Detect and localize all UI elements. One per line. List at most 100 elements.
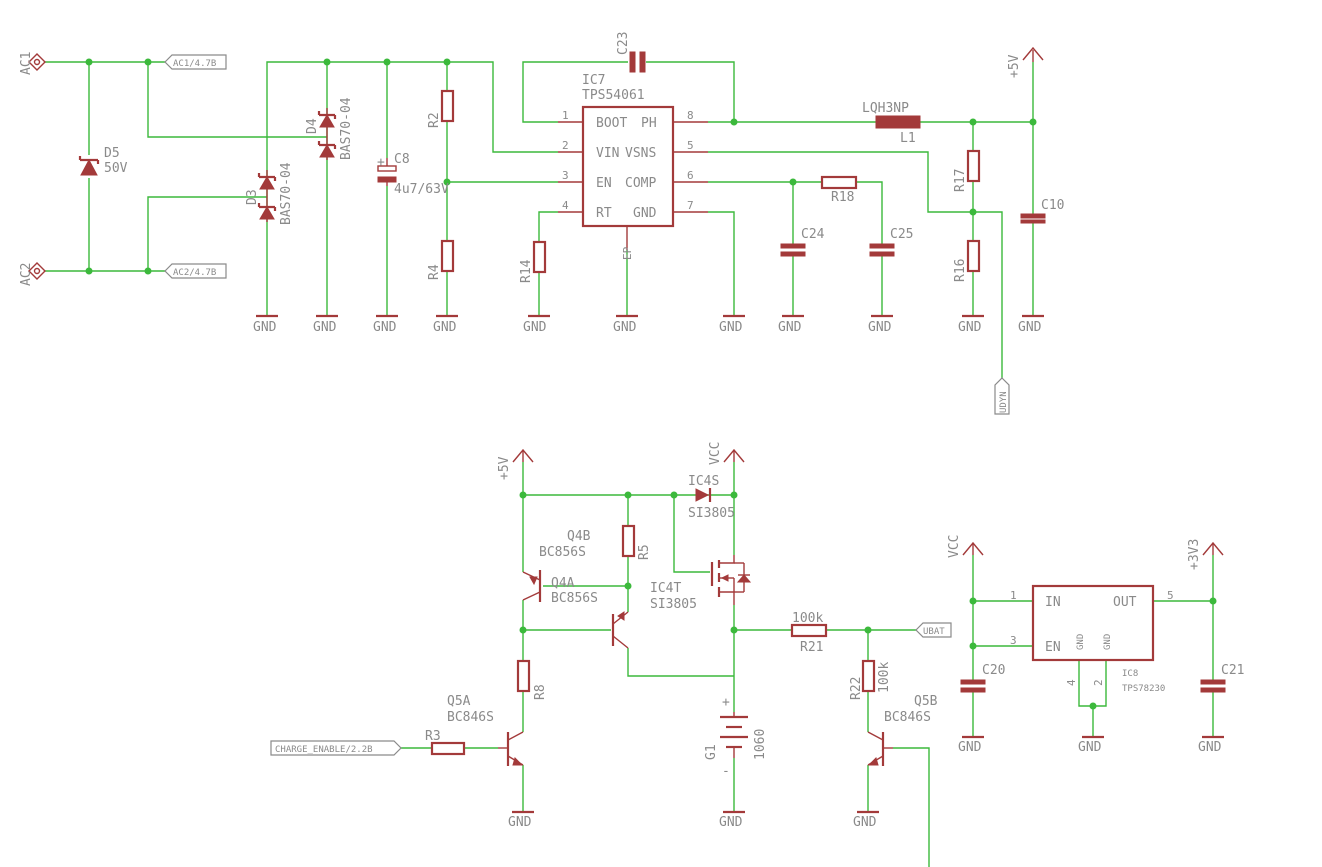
svg-text:EN: EN <box>596 176 612 191</box>
svg-text:+: + <box>722 695 730 710</box>
svg-text:PH: PH <box>641 116 657 131</box>
supply-vcc-regulator: VCC <box>947 535 984 558</box>
svg-text:GND: GND <box>373 320 397 335</box>
resistor-r2: R2 <box>427 89 455 128</box>
gnd-symbol: GND <box>253 314 278 335</box>
svg-text:C10: C10 <box>1041 198 1064 213</box>
resistor-r18: R18 <box>820 175 858 205</box>
svg-text:8: 8 <box>687 109 694 122</box>
svg-text:C8: C8 <box>394 152 410 167</box>
transistor-q5a: Q5A BC846S <box>447 694 524 766</box>
flag-ac2: AC2/4.7B <box>164 263 227 279</box>
supply-vcc-charger: VCC <box>708 442 745 465</box>
svg-text:4u7/63V: 4u7/63V <box>394 182 449 197</box>
svg-text:GND: GND <box>1103 634 1113 650</box>
svg-text:4: 4 <box>1065 679 1078 686</box>
svg-text:G1: G1 <box>704 744 719 760</box>
svg-text:C24: C24 <box>801 227 825 242</box>
bottom-wires <box>400 462 930 867</box>
svg-text:GND: GND <box>778 320 802 335</box>
svg-text:Q5B: Q5B <box>914 694 938 709</box>
svg-text:R5: R5 <box>637 544 652 560</box>
svg-text:D5: D5 <box>104 146 120 161</box>
svg-text:R21: R21 <box>800 640 823 655</box>
svg-text:C21: C21 <box>1221 663 1244 678</box>
svg-text:L1: L1 <box>900 131 916 146</box>
resistor-r16: R16 <box>953 239 981 282</box>
resistor-r22: R22 100k <box>849 659 892 700</box>
svg-text:AC2/4.7B: AC2/4.7B <box>173 268 216 278</box>
svg-text:GND: GND <box>1018 320 1042 335</box>
svg-text:R16: R16 <box>953 259 968 282</box>
svg-text:GND: GND <box>613 320 637 335</box>
gnd-symbol: GND <box>508 810 534 830</box>
svg-text:-: - <box>722 764 730 779</box>
svg-text:GND: GND <box>719 320 743 335</box>
svg-text:C23: C23 <box>616 32 631 55</box>
inductor-l1: LQH3NP L1 <box>862 101 921 146</box>
svg-text:EN: EN <box>1045 640 1061 655</box>
svg-text:BC846S: BC846S <box>447 710 494 725</box>
svg-text:GND: GND <box>853 815 877 830</box>
gnd-symbol: GND <box>853 810 879 830</box>
svg-text:Q5A: Q5A <box>447 694 471 709</box>
svg-text:VIN: VIN <box>596 146 619 161</box>
svg-text:R8: R8 <box>533 684 548 700</box>
svg-text:R2: R2 <box>427 112 442 128</box>
svg-text:SI3805: SI3805 <box>688 506 735 521</box>
svg-text:VSNS: VSNS <box>625 146 656 161</box>
svg-text:TPS78230: TPS78230 <box>1122 684 1165 694</box>
gnd-symbol: GND <box>1198 735 1224 755</box>
svg-text:C20: C20 <box>982 663 1005 678</box>
capacitor-c8: + C8 4u7/63V <box>377 152 449 197</box>
svg-text:GND: GND <box>1076 634 1086 650</box>
resistor-r3: R3 <box>425 729 466 756</box>
svg-text:GND: GND <box>719 815 743 830</box>
diode-d3: D3 BAS70-04 <box>245 162 294 225</box>
flag-ubat: UBAT <box>915 622 952 638</box>
svg-text:AC1/4.7B: AC1/4.7B <box>173 59 216 69</box>
svg-text:IC8: IC8 <box>1122 669 1138 679</box>
svg-text:GND: GND <box>508 815 532 830</box>
svg-text:VCC: VCC <box>947 535 962 558</box>
svg-text:GND: GND <box>868 320 892 335</box>
resistor-r8: R8 <box>516 659 548 700</box>
svg-text:1060: 1060 <box>753 729 768 760</box>
svg-text:R14: R14 <box>519 259 534 283</box>
svg-text:OUT: OUT <box>1113 595 1137 610</box>
flag-ac1: AC1/4.7B <box>164 54 227 70</box>
gnd-symbol: GND <box>868 314 893 335</box>
svg-text:GND: GND <box>253 320 277 335</box>
diode-d4: D4 BAS70-04 <box>305 97 354 160</box>
svg-text:Q4B: Q4B <box>567 529 591 544</box>
resistor-r14: R14 <box>519 240 547 283</box>
transistor-q4a: Q4A BC856S <box>522 570 598 606</box>
svg-text:100k: 100k <box>877 662 892 693</box>
svg-text:R3: R3 <box>425 729 441 744</box>
svg-text:4: 4 <box>562 199 569 212</box>
svg-text:BAS70-04: BAS70-04 <box>279 162 294 225</box>
supply-5v-top: +5V <box>1007 46 1044 78</box>
svg-text:BC856S: BC856S <box>551 591 598 606</box>
capacitor-c20: C20 <box>960 663 1005 693</box>
svg-text:GND: GND <box>523 320 547 335</box>
svg-text:BC846S: BC846S <box>884 710 931 725</box>
svg-text:GND: GND <box>958 740 982 755</box>
svg-text:100k: 100k <box>792 611 823 626</box>
svg-text:GND: GND <box>1078 740 1102 755</box>
resistor-r5: R5 <box>621 524 652 560</box>
regulator-wires <box>972 555 1214 737</box>
capacitor-c23: C23 <box>616 32 646 73</box>
svg-text:R22: R22 <box>849 677 864 700</box>
capacitor-c21: C21 <box>1200 663 1244 693</box>
svg-text:3: 3 <box>1010 634 1017 647</box>
svg-text:BAS70-04: BAS70-04 <box>339 97 354 160</box>
svg-text:SI3805: SI3805 <box>650 597 697 612</box>
battery-g1: + - G1 1060 <box>704 695 768 779</box>
svg-text:BC856S: BC856S <box>539 545 586 560</box>
svg-text:IC4T: IC4T <box>650 581 681 596</box>
gnd-symbol: GND <box>778 314 804 335</box>
transistor-q5b: Q5B BC846S <box>867 694 938 766</box>
svg-text:Q4A: Q4A <box>551 576 575 591</box>
